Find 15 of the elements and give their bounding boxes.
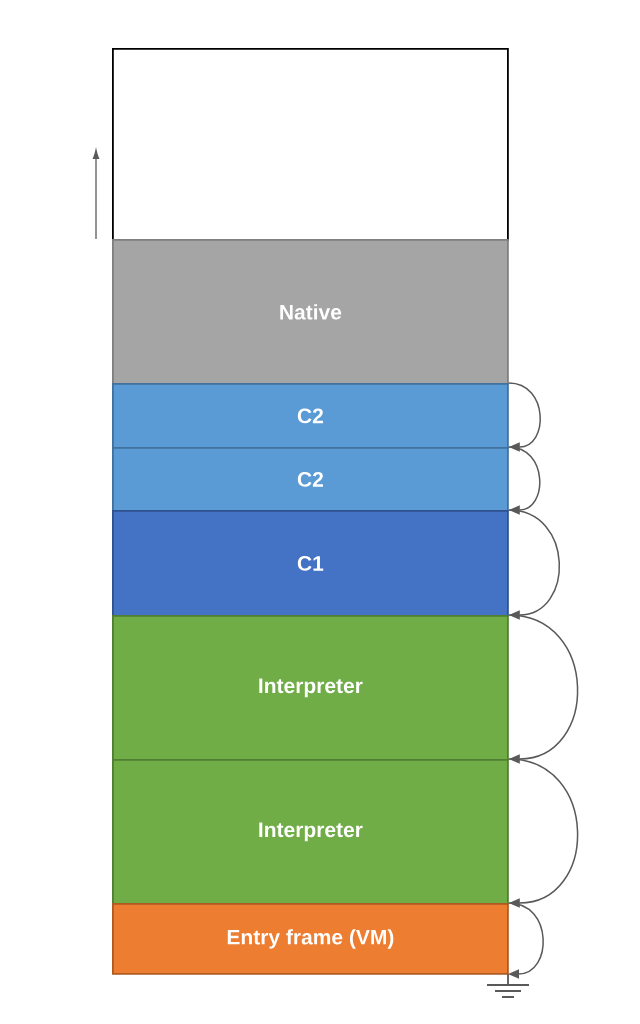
stack-frame-box: C2 bbox=[112, 447, 509, 512]
curved-arrow bbox=[508, 758, 579, 908]
stack-frame-box: C2 bbox=[112, 383, 509, 449]
ground-symbol bbox=[486, 973, 530, 998]
curved-arrow bbox=[508, 382, 541, 452]
curved-arrow bbox=[508, 509, 560, 620]
stack-frame-box: C1 bbox=[112, 510, 509, 617]
stack-frame-box: Entry frame (VM) bbox=[112, 903, 509, 975]
curved-arrow bbox=[508, 446, 541, 515]
curved-arrow bbox=[508, 902, 544, 979]
empty-box bbox=[112, 48, 509, 241]
curved-arrow bbox=[508, 614, 579, 764]
stack-frame-box: Interpreter bbox=[112, 615, 509, 761]
stack-frame-box: Interpreter bbox=[112, 759, 509, 905]
stack-frame-box: Native bbox=[112, 239, 509, 385]
